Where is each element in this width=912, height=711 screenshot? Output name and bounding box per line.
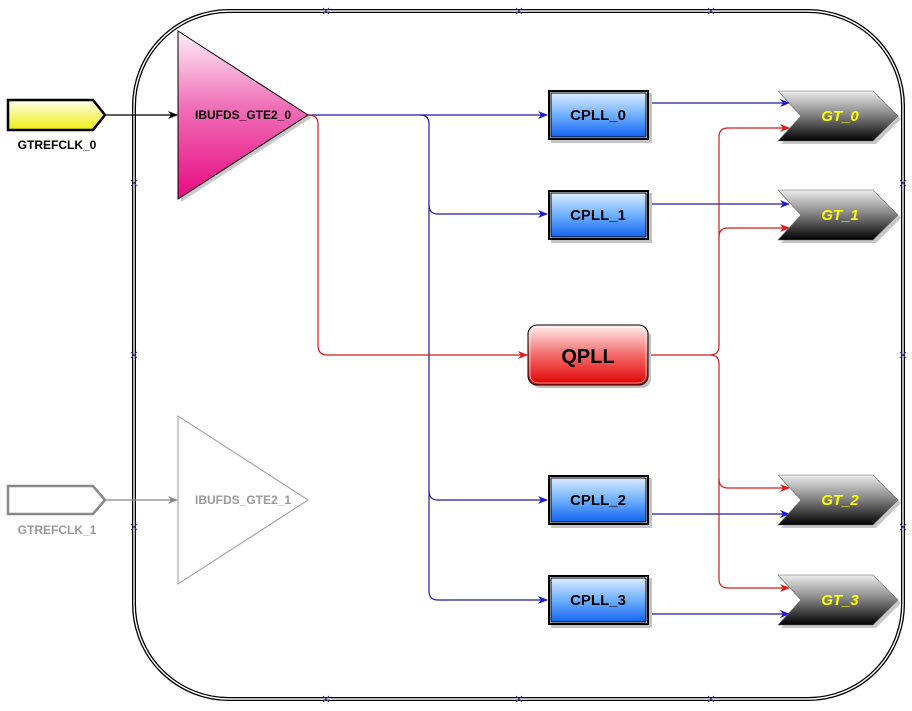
resize-handle[interactable] (899, 179, 907, 187)
ibufds-gte2-0[interactable]: IBUFDS_GTE2_0 (177, 30, 311, 202)
resize-handle[interactable] (515, 695, 523, 703)
resize-handles[interactable] (130, 7, 907, 703)
net-ibufds0-cpll3 (428, 491, 548, 604)
cpll-block-2[interactable]: CPLL_2 (548, 475, 652, 528)
net-ibufds0-cpll1 (419, 114, 548, 218)
gt-label: GT_0 (821, 108, 859, 125)
cpll-label: CPLL_0 (570, 107, 626, 124)
qpll-label: QPLL (561, 346, 614, 368)
gt-block-1[interactable]: GT_1 (777, 189, 901, 243)
port-gtrefclk1[interactable]: GTREFCLK_1 (6, 484, 107, 537)
qpll-block[interactable]: QPLL (527, 324, 651, 388)
cpll-label: CPLL_3 (570, 592, 626, 609)
ibufds-gte2-1[interactable]: IBUFDS_GTE2_1 (177, 415, 309, 585)
resize-handle[interactable] (899, 523, 907, 531)
cpll-block-1[interactable]: CPLL_1 (548, 190, 652, 243)
net-ibufds0-qpll (307, 114, 528, 359)
buffer-label: IBUFDS_GTE2_0 (195, 108, 291, 122)
gt-label: GT_3 (821, 592, 859, 609)
resize-handle[interactable] (130, 523, 138, 531)
resize-handle[interactable] (130, 351, 138, 359)
gt-block-3[interactable]: GT_3 (777, 574, 901, 628)
gt-label: GT_2 (821, 492, 859, 509)
resize-handle[interactable] (707, 7, 715, 15)
port-label: GTREFCLK_1 (18, 523, 97, 537)
buffer-label: IBUFDS_GTE2_1 (195, 493, 291, 507)
resize-handle[interactable] (707, 695, 715, 703)
resize-handle[interactable] (899, 351, 907, 359)
cpll-block-3[interactable]: CPLL_3 (548, 575, 652, 628)
resize-handle[interactable] (515, 7, 523, 15)
resize-handle[interactable] (130, 179, 138, 187)
net-qpll-gt3 (718, 479, 790, 592)
cpll-block-0[interactable]: CPLL_0 (548, 90, 652, 143)
cpll-label: CPLL_1 (570, 207, 626, 224)
net-qpll-gt1 (718, 224, 790, 238)
resize-handle[interactable] (322, 695, 330, 703)
cpll-label: CPLL_2 (570, 492, 626, 509)
resize-handle[interactable] (322, 7, 330, 15)
gt-block-2[interactable]: GT_2 (777, 474, 901, 528)
port-gtrefclk0[interactable]: GTREFCLK_0 (6, 98, 107, 152)
net-qpll-gt0 (650, 124, 790, 356)
gt-label: GT_1 (821, 207, 859, 224)
gt-block-0[interactable]: GT_0 (777, 90, 901, 144)
nets (105, 99, 790, 618)
port-label: GTREFCLK_0 (18, 138, 97, 152)
net-qpll-gt2 (709, 354, 790, 492)
